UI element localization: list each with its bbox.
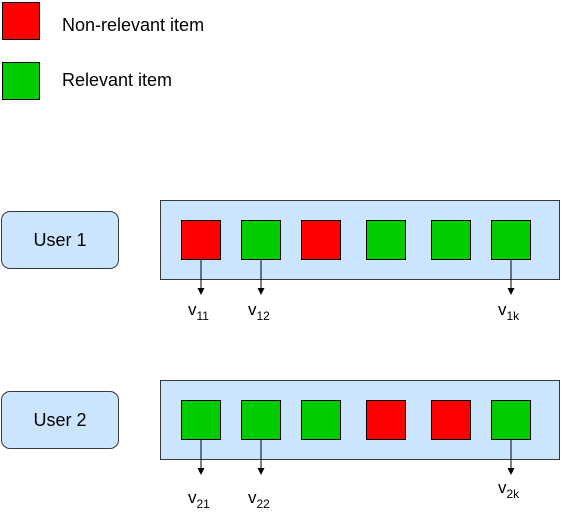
- user-2-item-1: [181, 400, 221, 440]
- user-1-item-3: [301, 220, 341, 260]
- vector-label-v22: v22: [248, 488, 270, 511]
- user-2-item-4: [366, 400, 406, 440]
- user-2-item-2: [241, 400, 281, 440]
- arrow-down-icon: [507, 260, 515, 295]
- user-2-box: User 2: [1, 391, 119, 449]
- user-2-item-6: [491, 400, 531, 440]
- user-2-item-5: [431, 400, 471, 440]
- vector-label-v11: v11: [188, 300, 209, 323]
- user-1-label: User 1: [33, 229, 87, 250]
- arrow-down-icon: [197, 260, 205, 295]
- user-1-item-1: [181, 220, 221, 260]
- vector-label-v2k: v2k: [498, 478, 520, 501]
- arrow-down-icon: [197, 440, 205, 475]
- vector-label-v12: v12: [248, 300, 270, 323]
- legend-swatch-non-relevant: [2, 2, 40, 40]
- vector-label-v21: v21: [188, 488, 210, 511]
- legend-label-non-relevant: Non-relevant item: [62, 15, 205, 35]
- user-1-item-6: [491, 220, 531, 260]
- user-2-item-3: [301, 400, 341, 440]
- user-1-item-4: [366, 220, 406, 260]
- user-1-item-list: [160, 200, 560, 280]
- user-1-item-2: [241, 220, 281, 260]
- arrow-down-icon: [507, 440, 515, 475]
- user-1-item-5: [431, 220, 471, 260]
- user-2-label: User 2: [33, 409, 87, 430]
- arrow-down-icon: [257, 440, 265, 475]
- vector-label-v1k: v1k: [498, 300, 520, 323]
- user-1-box: User 1: [1, 211, 119, 269]
- legend-swatch-relevant: [2, 62, 40, 100]
- user-2-item-list: [160, 380, 560, 460]
- legend-label-relevant: Relevant item: [62, 70, 173, 90]
- arrow-down-icon: [257, 260, 265, 295]
